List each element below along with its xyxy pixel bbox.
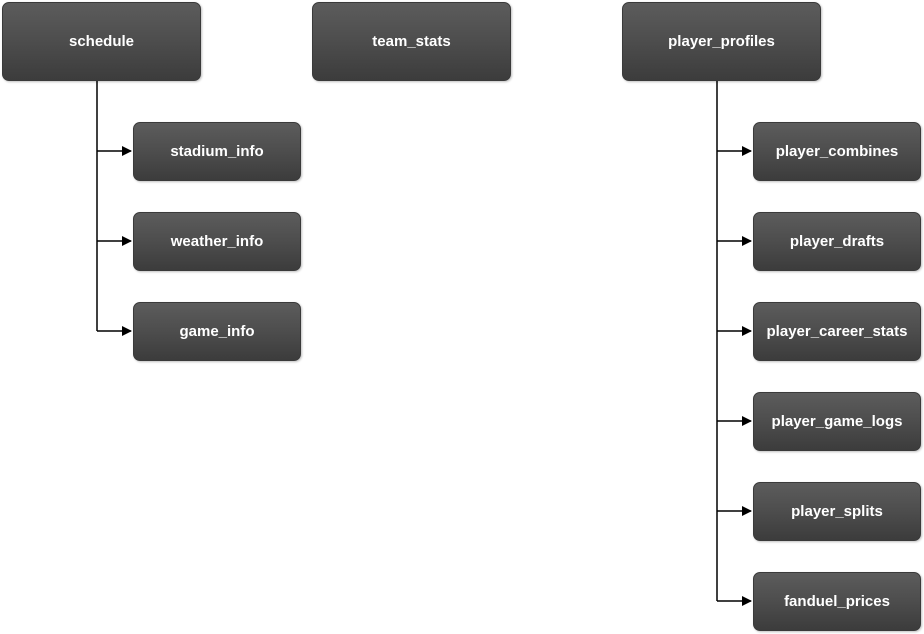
- node-player-combines[interactable]: player_combines: [753, 122, 921, 181]
- node-player-splits[interactable]: player_splits: [753, 482, 921, 541]
- node-player-drafts[interactable]: player_drafts: [753, 212, 921, 271]
- node-game-info[interactable]: game_info: [133, 302, 301, 361]
- node-schedule[interactable]: schedule: [2, 2, 201, 81]
- node-weather-info[interactable]: weather_info: [133, 212, 301, 271]
- node-player-profiles[interactable]: player_profiles: [622, 2, 821, 81]
- node-stadium-info[interactable]: stadium_info: [133, 122, 301, 181]
- node-team-stats[interactable]: team_stats: [312, 2, 511, 81]
- node-fanduel-prices[interactable]: fanduel_prices: [753, 572, 921, 631]
- node-player-game-logs[interactable]: player_game_logs: [753, 392, 921, 451]
- node-player-career-stats[interactable]: player_career_stats: [753, 302, 921, 361]
